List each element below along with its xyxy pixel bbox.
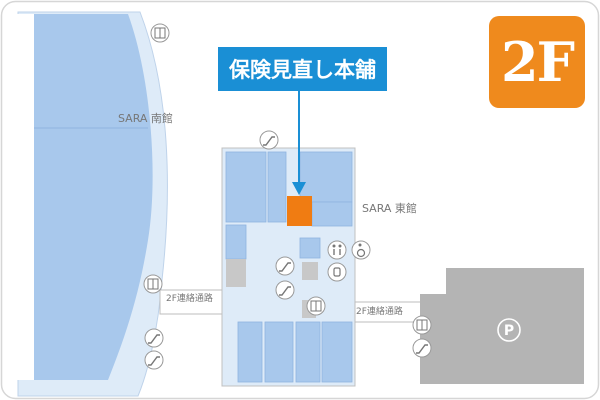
parking-label: P [504,323,514,339]
escalator-icon [144,328,164,348]
escalator-icon [144,350,164,370]
escalator-icon [412,338,432,358]
escalator-icon [275,280,295,300]
south-building-shop[interactable] [34,14,153,380]
callout-arrow [292,91,306,195]
elevator-icon [306,296,326,316]
east-shop-j[interactable] [321,321,353,383]
left-bridge-label: 2F連絡通路 [166,292,213,304]
east-shop-h[interactable] [264,321,294,383]
east-shop-f[interactable] [299,237,321,259]
east-shop-g[interactable] [237,321,263,383]
east-building-label: SARA 東館 [362,201,417,215]
restroom-icon [327,240,347,260]
east-shop-b[interactable] [267,151,287,223]
elevator-icon [412,315,432,335]
elevator-icon [143,274,163,294]
right-bridge-label: 2F連絡通路 [356,305,403,317]
east-gray-area-left [226,259,246,287]
wheelchair-icon [351,240,371,260]
escalator-icon [275,256,295,276]
south-edge [14,14,34,380]
nursing-room-icon [327,262,347,282]
east-gray-area-middle [302,262,318,280]
east-shop-i[interactable] [295,321,321,383]
east-shop-a[interactable] [225,151,267,223]
east-shop-d[interactable] [311,201,353,227]
parking-icon [497,318,521,342]
east-shop-c[interactable] [299,151,353,203]
east-shop-e[interactable] [225,224,247,260]
parking-building[interactable] [420,268,584,384]
floor-badge: 2F [489,16,585,108]
south-building-label: SARA 南館 [118,111,173,125]
store-callout[interactable]: 保険見直し本舗 [218,47,387,91]
escalator-icon [259,130,279,150]
highlighted-store[interactable] [287,196,312,226]
elevator-icon [150,23,170,43]
